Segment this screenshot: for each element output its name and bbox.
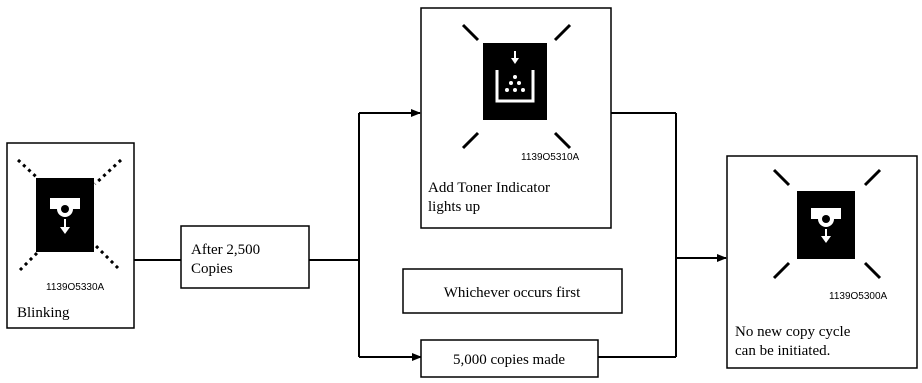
no-new-copy-code: 1139O5300A bbox=[829, 291, 888, 302]
after-copies-box bbox=[180, 225, 310, 289]
add-toner-caption-line2: lights up bbox=[428, 199, 480, 215]
copies-made-box bbox=[420, 339, 599, 378]
merge-connectors bbox=[598, 112, 727, 358]
no-new-copy-caption-line1: No new copy cycle bbox=[735, 324, 851, 340]
after-copies-panel: After 2,500 Copies bbox=[180, 225, 310, 289]
toner-down-arrow-icon bbox=[36, 178, 94, 252]
whichever-panel: Whichever occurs first bbox=[402, 268, 623, 314]
add-toner-icon bbox=[483, 43, 547, 120]
add-toner-rays bbox=[461, 23, 572, 150]
add-toner-caption-line1: Add Toner Indicator bbox=[428, 180, 550, 196]
add-toner-panel: 1139O5310A Add Toner Indicator lights up bbox=[420, 7, 612, 229]
toner-down-arrow-icon bbox=[797, 191, 855, 259]
no-new-copy-caption-line2: can be initiated. bbox=[735, 343, 830, 359]
after-copies-line2: Copies bbox=[191, 261, 233, 277]
no-new-copy-rays bbox=[772, 168, 882, 280]
after-copies-line1: After 2,500 bbox=[191, 242, 260, 258]
add-toner-code: 1139O5310A bbox=[521, 152, 580, 163]
split-connectors bbox=[309, 109, 422, 361]
blinking-code: 1139O5330A bbox=[46, 282, 105, 293]
blinking-caption: Blinking bbox=[17, 305, 70, 321]
copies-made-panel: 5,000 copies made bbox=[420, 339, 599, 378]
copies-made-label: 5,000 copies made bbox=[453, 352, 565, 368]
no-new-copy-panel: 1139O5300A No new copy cycle can be init… bbox=[726, 155, 918, 369]
whichever-label: Whichever occurs first bbox=[444, 285, 581, 301]
whichever-box bbox=[402, 268, 623, 314]
blinking-panel: 1139O5330A Blinking bbox=[6, 142, 135, 329]
